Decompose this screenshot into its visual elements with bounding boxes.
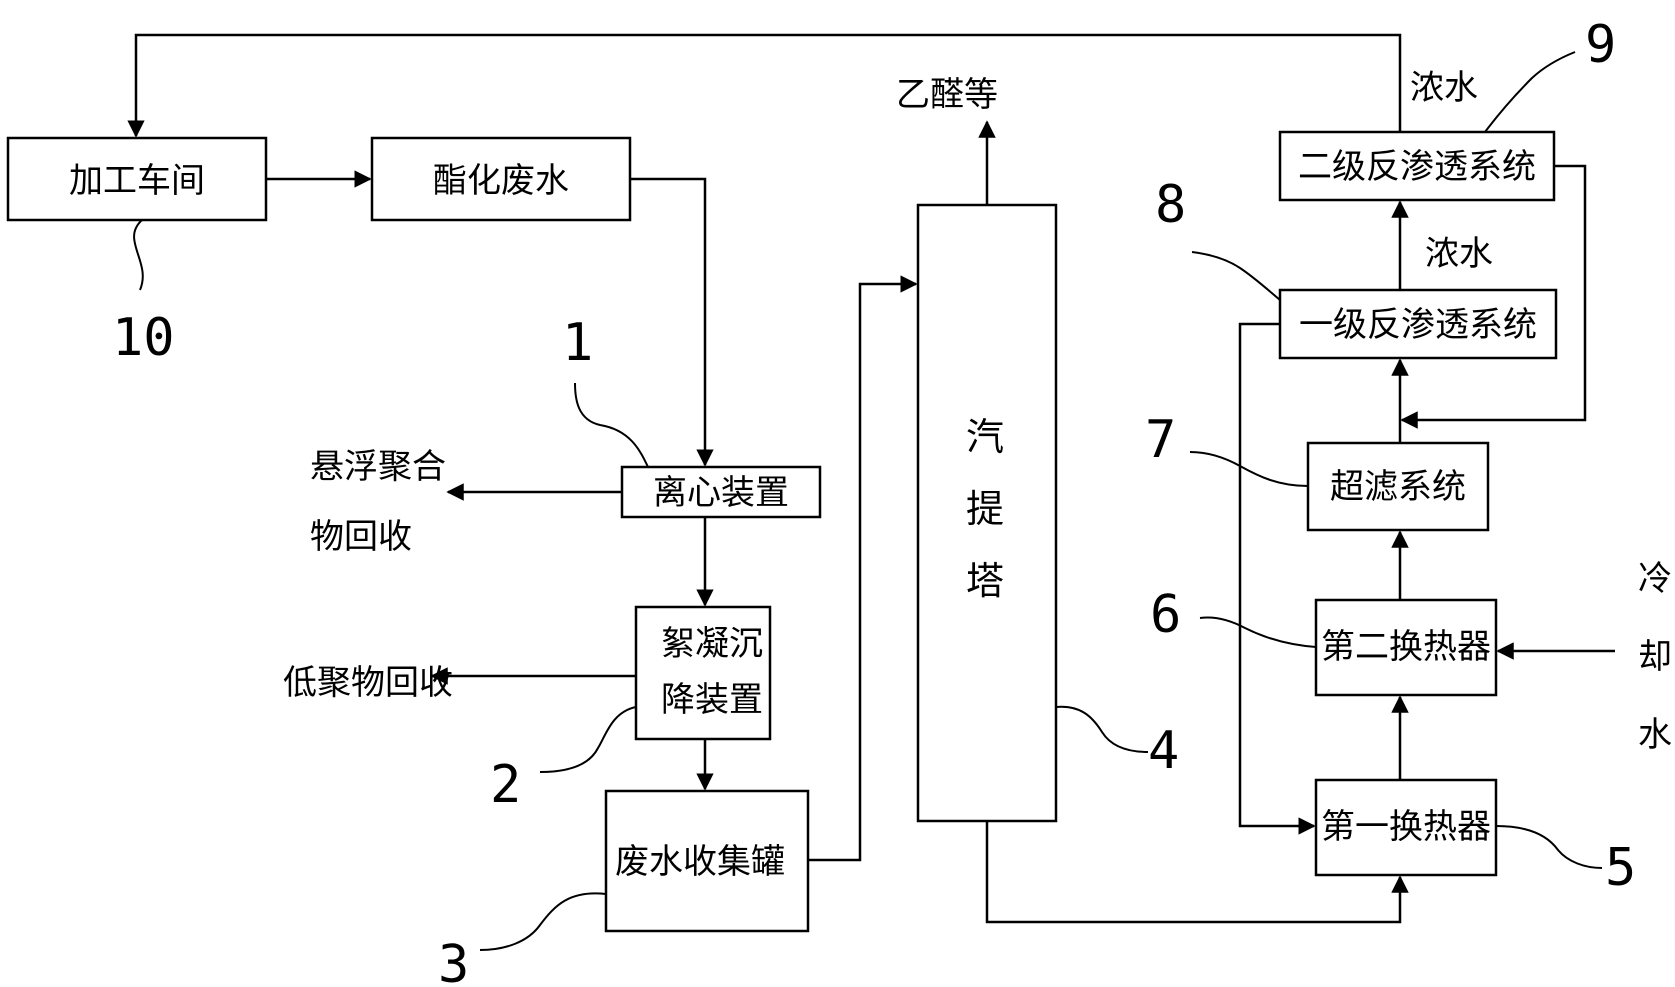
ref-number-10: 10	[112, 308, 175, 368]
ref-number-8: 8	[1155, 175, 1186, 235]
heat-exchanger-2-box	[1314, 598, 1498, 697]
stripping-tower-box	[916, 203, 1058, 823]
ref-number-6: 6	[1150, 585, 1181, 645]
recycle-to-workshop-arrow	[127, 33, 1402, 138]
ref-number-1: 1	[562, 313, 593, 373]
tank-to-stripper-arrow	[808, 275, 918, 862]
heat-exchanger-1-label: 第一换热器	[1321, 807, 1491, 847]
cooling-water-label-1: 冷	[1638, 559, 1672, 599]
ref-number-9: 9	[1585, 15, 1616, 75]
leader-9	[1484, 51, 1576, 133]
suspended-polymer-recovery-line1: 悬浮聚合	[310, 447, 446, 487]
leader-6	[1199, 616, 1317, 648]
ester-wastewater-box	[370, 136, 632, 222]
stripping-tower-label-2: 提	[966, 487, 1004, 531]
stripping-tower-label-1: 汽	[966, 415, 1004, 459]
leader-1	[574, 382, 649, 468]
workshop-box	[6, 136, 268, 222]
leader-3	[479, 892, 607, 951]
flocculation-box	[634, 605, 772, 741]
workshop-label: 加工车间	[69, 161, 205, 201]
heat-exchanger-1-box	[1314, 778, 1498, 877]
ref-number-2: 2	[490, 755, 521, 815]
cooling-water-label-3: 水	[1638, 715, 1672, 755]
ref-number-5: 5	[1605, 838, 1636, 898]
ref-number-3: 3	[438, 935, 469, 987]
leader-4	[1055, 705, 1149, 753]
flocculation-label-line2: 降装置	[661, 680, 763, 720]
ro2-return-to-ro1-arrow	[1400, 164, 1587, 429]
leader-7	[1189, 451, 1309, 487]
leader-10	[133, 219, 144, 291]
ro-stage-1-label: 一级反渗透系统	[1299, 305, 1537, 345]
cooling-water-label-2: 却	[1638, 637, 1672, 677]
wastewater-to-centrifuge-arrow	[630, 177, 714, 467]
ultrafiltration-label: 超滤系统	[1330, 467, 1466, 507]
leader-5	[1495, 825, 1603, 869]
leader-2	[539, 706, 637, 773]
leader-8	[1191, 251, 1281, 301]
ro-stage-1-box	[1278, 288, 1558, 360]
stripping-tower-label-3: 塔	[966, 559, 1004, 603]
collection-tank-label: 废水收集罐	[615, 842, 785, 882]
concentrate-label-top: 浓水	[1410, 68, 1478, 108]
centrifuge-box	[620, 465, 822, 519]
centrifuge-label: 离心装置	[653, 473, 789, 513]
oligomer-recovery-label: 低聚物回收	[283, 663, 453, 703]
ro-stage-2-label: 二级反渗透系统	[1298, 147, 1536, 187]
flocculation-label-line1: 絮凝沉	[661, 624, 763, 664]
suspended-polymer-recovery-line2: 物回收	[310, 517, 412, 557]
ester-wastewater-label: 酯化废水	[433, 161, 569, 201]
acetaldehyde-label: 乙醛等	[896, 75, 998, 115]
ref-number-4: 4	[1148, 721, 1179, 781]
ro1-to-exchanger-1-arrow	[1238, 322, 1316, 835]
collection-tank-box	[604, 789, 810, 933]
ref-number-7: 7	[1145, 410, 1176, 470]
concentrate-label-mid: 浓水	[1425, 234, 1493, 274]
heat-exchanger-2-label: 第二换热器	[1321, 627, 1491, 667]
stripper-to-exchanger-1-arrow	[985, 821, 1409, 924]
